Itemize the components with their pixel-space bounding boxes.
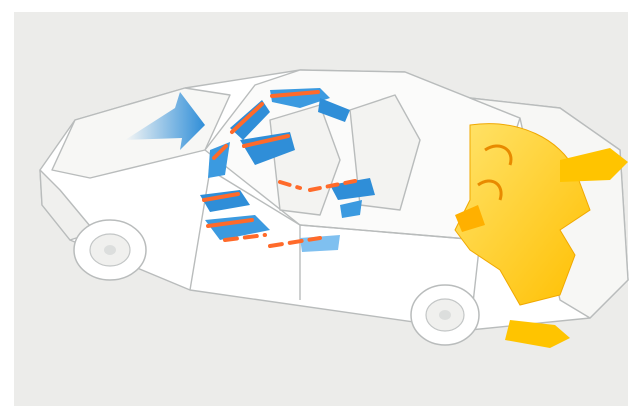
- exhaust-arrow-bottom: [505, 320, 570, 348]
- front-wheel: [74, 220, 146, 280]
- rear-wheel: [411, 285, 479, 345]
